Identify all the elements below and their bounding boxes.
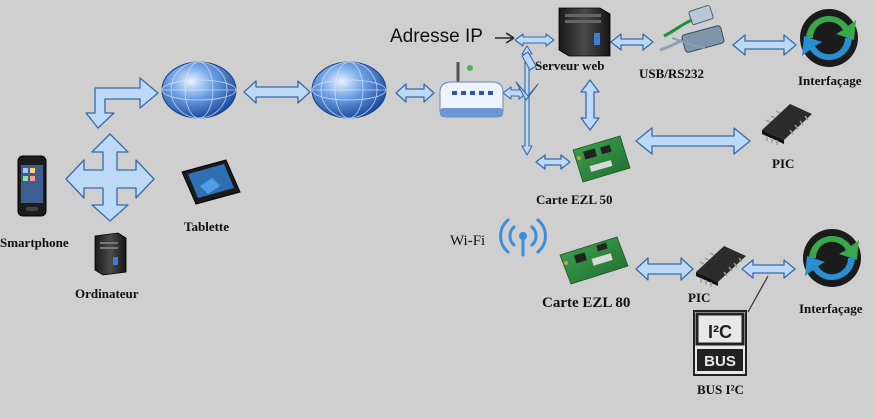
i2c-bus-icon: I²C BUS (693, 310, 747, 376)
pic-chip-icon (762, 104, 812, 145)
bus-logo-text: BUS (704, 353, 736, 370)
tablet-icon (181, 159, 241, 205)
globe-icon (311, 61, 387, 119)
arrow-server-to-board50 (580, 79, 600, 131)
arrow-ip-to-server (514, 33, 555, 47)
label-carte-ezl80: Carte EZL 80 (542, 295, 631, 311)
label-wifi: Wi-Fi (450, 233, 486, 249)
arrow-pic-to-interface (741, 259, 796, 279)
wifi-icon (499, 218, 547, 257)
label-smartphone: Smartphone (0, 235, 69, 250)
interface-icon (800, 9, 858, 67)
arrow-globe-to-router (395, 83, 435, 103)
label-interfacage-top: Interfaçage (798, 73, 862, 88)
circuit-board-icon (559, 236, 629, 285)
arrow-bent-to-globe (85, 77, 159, 129)
arrow-junction-vertical (521, 45, 533, 156)
router-icon (439, 62, 504, 118)
label-ordinateur: Ordinateur (75, 286, 139, 301)
label-adresse-ip: Adresse IP (390, 26, 483, 47)
pic-chip-icon (696, 246, 746, 287)
globe-icon (161, 61, 237, 119)
label-carte-ezl50: Carte EZL 50 (536, 192, 613, 207)
i2c-logo-text: I²C (708, 322, 732, 342)
label-pic-top: PIC (772, 156, 795, 171)
label-interfacage-bottom: Interfaçage (799, 301, 863, 316)
arrow-globe-to-globe (243, 80, 311, 104)
interface-icon (803, 229, 861, 287)
arrow-four-way-cross (65, 133, 155, 222)
label-usb-rs232: USB/RS232 (639, 66, 705, 81)
label-tablette: Tablette (184, 219, 230, 234)
arrow-board50-to-pic (635, 127, 751, 155)
computer-icon (94, 232, 127, 276)
usb-cable-icon (659, 4, 725, 53)
arrow-server-to-usb (610, 33, 654, 51)
label-pic-bottom: PIC (688, 290, 711, 305)
server-icon (558, 7, 611, 57)
arrow-usb-to-interface (732, 34, 797, 56)
label-serveur-web: Serveur web (535, 58, 605, 73)
smartphone-icon (17, 155, 47, 217)
label-bus-i2c: BUS I²C (697, 382, 744, 397)
arrow-junction-to-board50 (535, 154, 571, 170)
circuit-board-icon (572, 135, 631, 183)
arrow-board80-to-pic (635, 257, 694, 281)
